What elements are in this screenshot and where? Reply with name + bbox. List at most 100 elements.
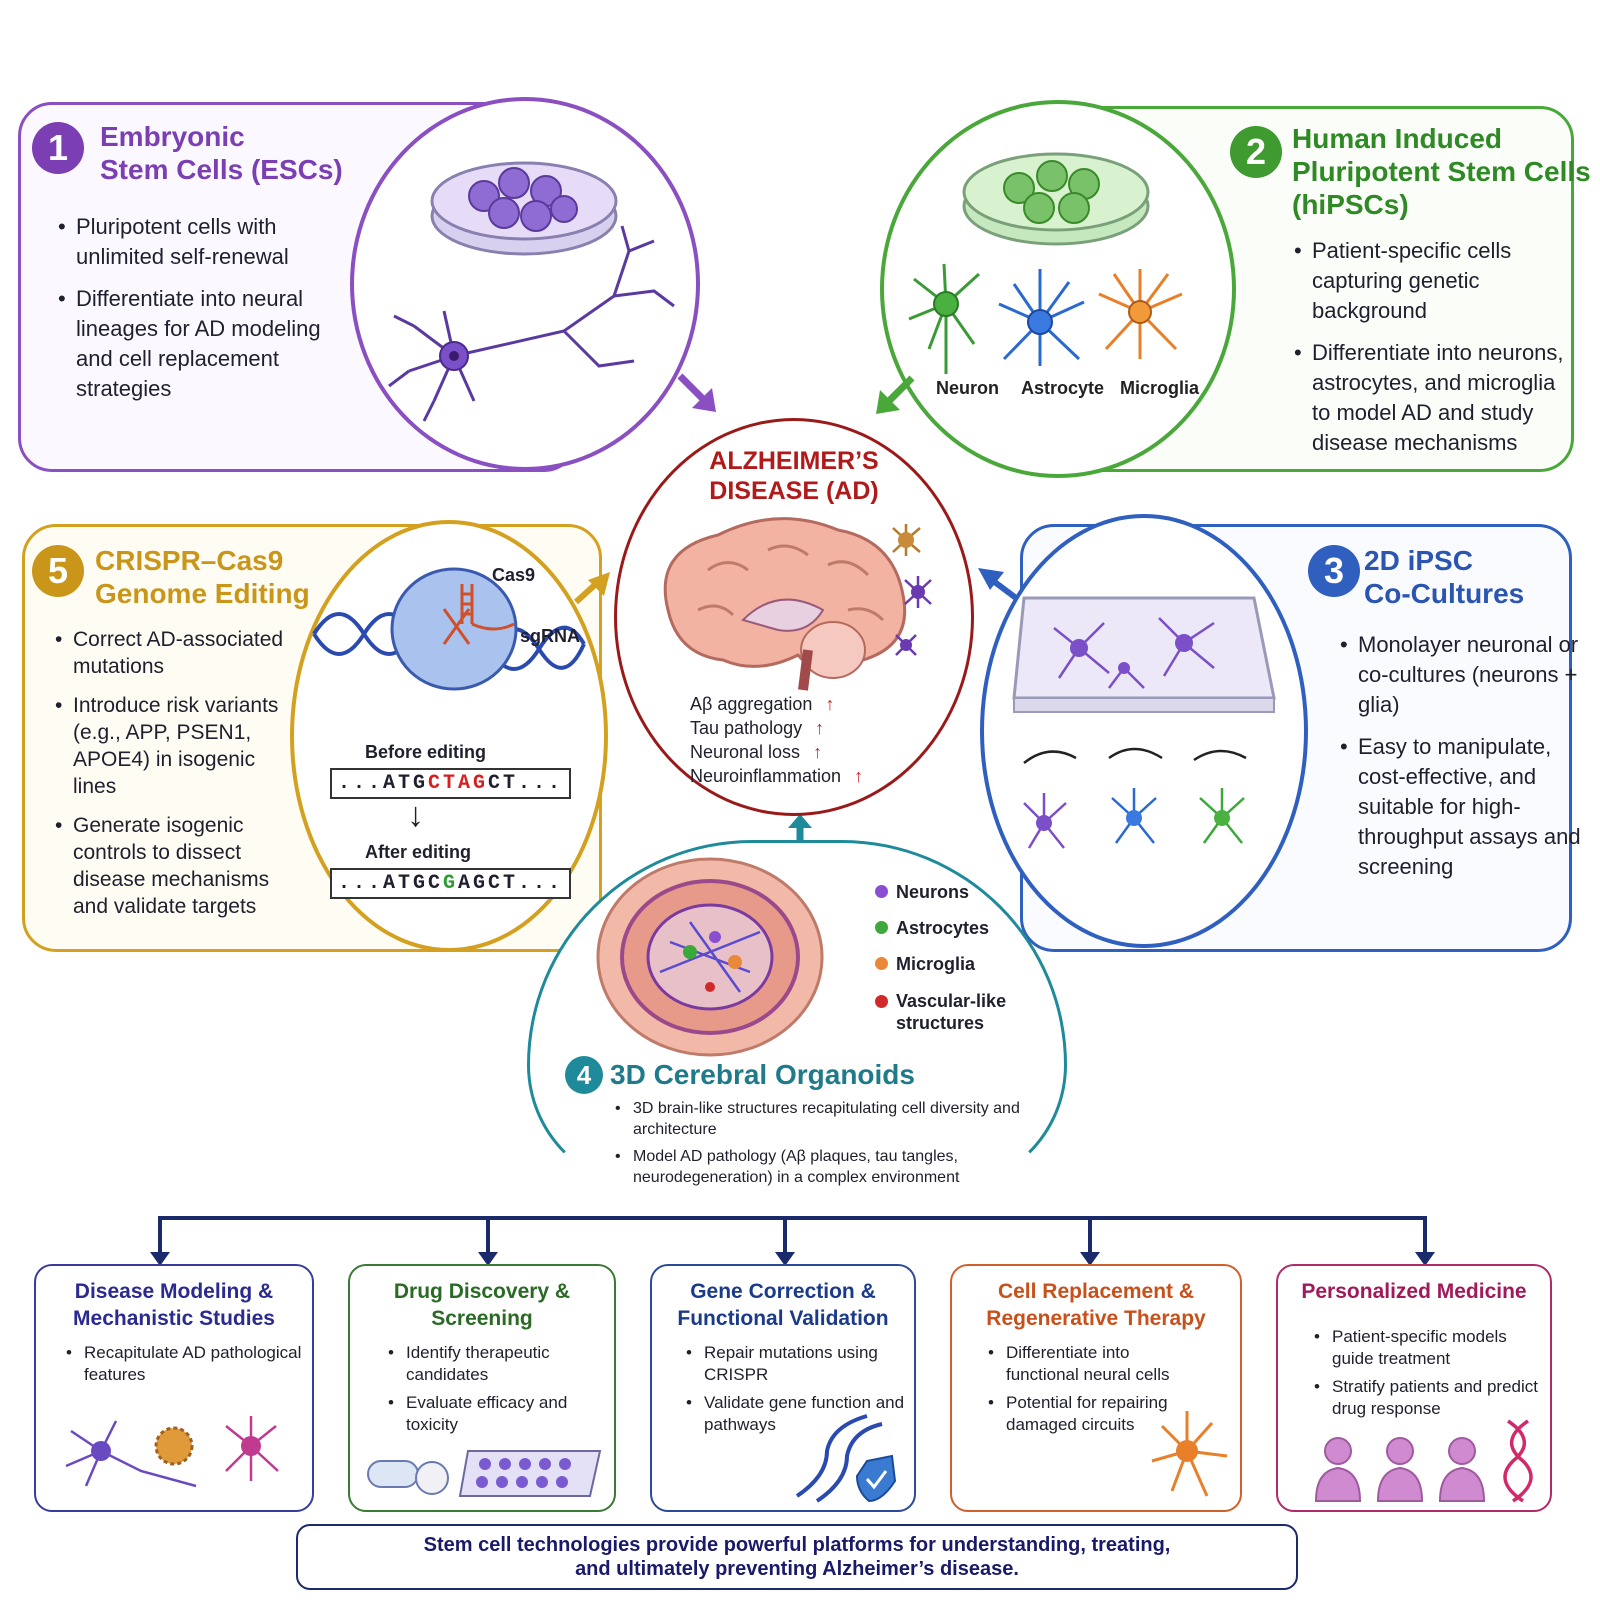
legend-dot-vascular xyxy=(875,995,888,1008)
panel5-title: CRISPR–Cas9 Genome Editing xyxy=(95,544,310,610)
ad-feature: Neuronal loss ↑ xyxy=(690,742,823,762)
seq-before-prefix: ...ATG xyxy=(338,772,429,795)
sgrna-label: sgRNA xyxy=(520,626,581,646)
app-bullet: Repair mutations using CRISPR xyxy=(686,1342,914,1386)
panel3-title-line1: 2D iPSC xyxy=(1364,545,1473,576)
panel1-bullets: Pluripotent cells with unlimited self-re… xyxy=(58,212,326,416)
center-title-line1: ALZHEIMER’S xyxy=(709,447,879,475)
label-astrocyte: Astrocyte xyxy=(1021,378,1105,398)
seq-after-suffix: AGCT... xyxy=(458,872,564,895)
cells-icon xyxy=(65,1416,279,1488)
astrocyte-icon xyxy=(998,269,1085,366)
legend-item-astrocytes: Astrocytes xyxy=(875,918,989,939)
footer-banner: Stem cell technologies provide powerful … xyxy=(296,1524,1298,1590)
neuron-icon xyxy=(388,225,675,422)
panel5-title-line2: Genome Editing xyxy=(95,578,310,609)
legend-dot-astrocytes xyxy=(875,921,888,934)
app-card-disease-modeling: Disease Modeling & Mechanistic Studies R… xyxy=(34,1264,314,1512)
panel2-arrow-icon xyxy=(876,375,915,414)
after-editing-label: After editing xyxy=(365,842,471,862)
panel1-bullet: Differentiate into neural lineages for A… xyxy=(58,284,326,404)
app-bullets: Differentiate into functional neural cel… xyxy=(988,1342,1196,1442)
sequence-after-editing: ...ATGCGAGCT... xyxy=(330,868,572,899)
panel1-illustration-circle xyxy=(350,97,700,471)
panel5-bullet: Correct AD-associated mutations xyxy=(55,626,298,680)
panel3-title-line2: Co-Cultures xyxy=(1364,578,1525,609)
app-bullet: Evaluate efficacy and toxicity xyxy=(388,1392,616,1436)
panel2-title: Human Induced Pluripotent Stem Cells (hi… xyxy=(1292,122,1591,221)
panel1-title-line2: Stem Cells (ESCs) xyxy=(100,154,343,185)
center-title-line2: DISEASE (AD) xyxy=(709,477,879,505)
app-bullet: Validate gene function and pathways xyxy=(686,1392,914,1436)
applications-connector xyxy=(150,1216,1435,1266)
petri-dish-icon xyxy=(962,152,1150,246)
patients-dna-icon xyxy=(1314,1419,1533,1503)
panel1-title: Embryonic Stem Cells (ESCs) xyxy=(100,120,343,186)
label-neuron: Neuron xyxy=(936,378,999,398)
panel2-title-line2: Pluripotent Stem Cells xyxy=(1292,156,1591,187)
down-arrow-icon: ↓ xyxy=(407,796,424,834)
microglia-icon xyxy=(1098,269,1183,359)
panel2-bullets: Patient-specific cells capturing genetic… xyxy=(1294,236,1574,470)
organoid-illustration xyxy=(596,857,824,1057)
coculture-illustration xyxy=(1012,596,1276,849)
sequence-before-editing: ...ATGCTAGCT... xyxy=(330,768,572,799)
panel1-arrow-icon xyxy=(677,373,716,412)
panel4-bullet: 3D brain-like structures recapitulating … xyxy=(615,1098,1033,1140)
neuron-icon xyxy=(1151,1411,1228,1497)
app-bullets: Recapitulate AD pathological features xyxy=(66,1342,314,1392)
legend-dot-microglia xyxy=(875,957,888,970)
app-title: Disease Modeling & Mechanistic Studies xyxy=(73,1280,275,1330)
esc-illustration xyxy=(388,161,675,422)
panel2-illustration-circle xyxy=(880,100,1236,478)
panel5-number-badge: 5 xyxy=(32,545,84,597)
legend-item-vascular: Vascular-like structures xyxy=(875,990,1036,1034)
panel3-arrow-icon xyxy=(978,568,1018,601)
up-arrow-icon: ↑ xyxy=(854,766,864,786)
panel3-bullet: Easy to manipulate, cost-effective, and … xyxy=(1340,732,1583,882)
panel1-title-line1: Embryonic xyxy=(100,121,245,152)
legend-item-microglia: Microglia xyxy=(875,954,975,975)
up-arrow-icon: ↑ xyxy=(825,694,835,714)
app-bullet: Differentiate into functional neural cel… xyxy=(988,1342,1196,1386)
panel4-arrow-icon xyxy=(788,814,812,842)
before-editing-label: Before editing xyxy=(365,742,487,762)
app-bullet: Potential for repairing damaged circuits xyxy=(988,1392,1196,1436)
seq-after-corrected: G xyxy=(443,872,459,895)
app-card-gene-correction: Gene Correction & Functional Validation … xyxy=(650,1264,916,1512)
seq-before-mutation: CTAG xyxy=(428,772,489,795)
app-bullet: Stratify patients and predict drug respo… xyxy=(1314,1376,1542,1420)
app-title: Drug Discovery & Screening xyxy=(393,1280,571,1330)
crispr-illustration xyxy=(312,567,586,691)
panel3-illustration-circle xyxy=(980,514,1308,948)
hipsc-illustration xyxy=(908,152,1183,374)
panel5-bullet: Introduce risk variants (e.g., APP, PSEN… xyxy=(55,692,298,800)
app-bullets: Repair mutations using CRISPR Validate g… xyxy=(686,1342,914,1442)
panel3-title: 2D iPSC Co-Cultures xyxy=(1364,544,1524,610)
pills-and-plate-icon xyxy=(367,1450,602,1497)
panel2-title-line3: (hiPSCs) xyxy=(1292,189,1409,220)
panel3-bullet: Monolayer neuronal or co-cultures (neuro… xyxy=(1340,630,1583,720)
app-bullet: Recapitulate AD pathological features xyxy=(66,1342,314,1386)
culture-plate-icon xyxy=(1012,596,1276,713)
ad-features-list: Aβ aggregation ↑ Tau pathology ↑ Neurona… xyxy=(690,692,863,788)
app-bullet: Identify therapeutic candidates xyxy=(388,1342,616,1386)
panel4-title: 3D Cerebral Organoids xyxy=(610,1059,915,1090)
panel3-bullets: Monolayer neuronal or co-cultures (neuro… xyxy=(1340,630,1583,894)
panel4-bullets: 3D brain-like structures recapitulating … xyxy=(615,1098,1033,1200)
neuron-icon xyxy=(908,263,981,374)
up-arrow-icon: ↑ xyxy=(813,742,823,762)
cas9-label: Cas9 xyxy=(492,565,536,585)
panel5-bullet: Generate isogenic controls to dissect di… xyxy=(55,812,298,920)
ad-feature: Aβ aggregation ↑ xyxy=(690,694,835,714)
panel4-bullet: Model AD pathology (Aβ plaques, tau tang… xyxy=(615,1146,1033,1188)
legend-dot-neurons xyxy=(875,885,888,898)
up-arrow-icon: ↑ xyxy=(815,718,825,738)
dna-shield-icon xyxy=(795,1414,897,1503)
app-card-personalized-medicine: Personalized Medicine Patient-specific m… xyxy=(1276,1264,1552,1512)
panel3-number-badge: 3 xyxy=(1308,545,1360,597)
ad-feature: Neuroinflammation ↑ xyxy=(690,766,864,786)
seq-before-suffix: CT... xyxy=(488,772,564,795)
microglia-icon xyxy=(892,524,921,556)
app-title: Personalized Medicine xyxy=(1301,1280,1527,1303)
